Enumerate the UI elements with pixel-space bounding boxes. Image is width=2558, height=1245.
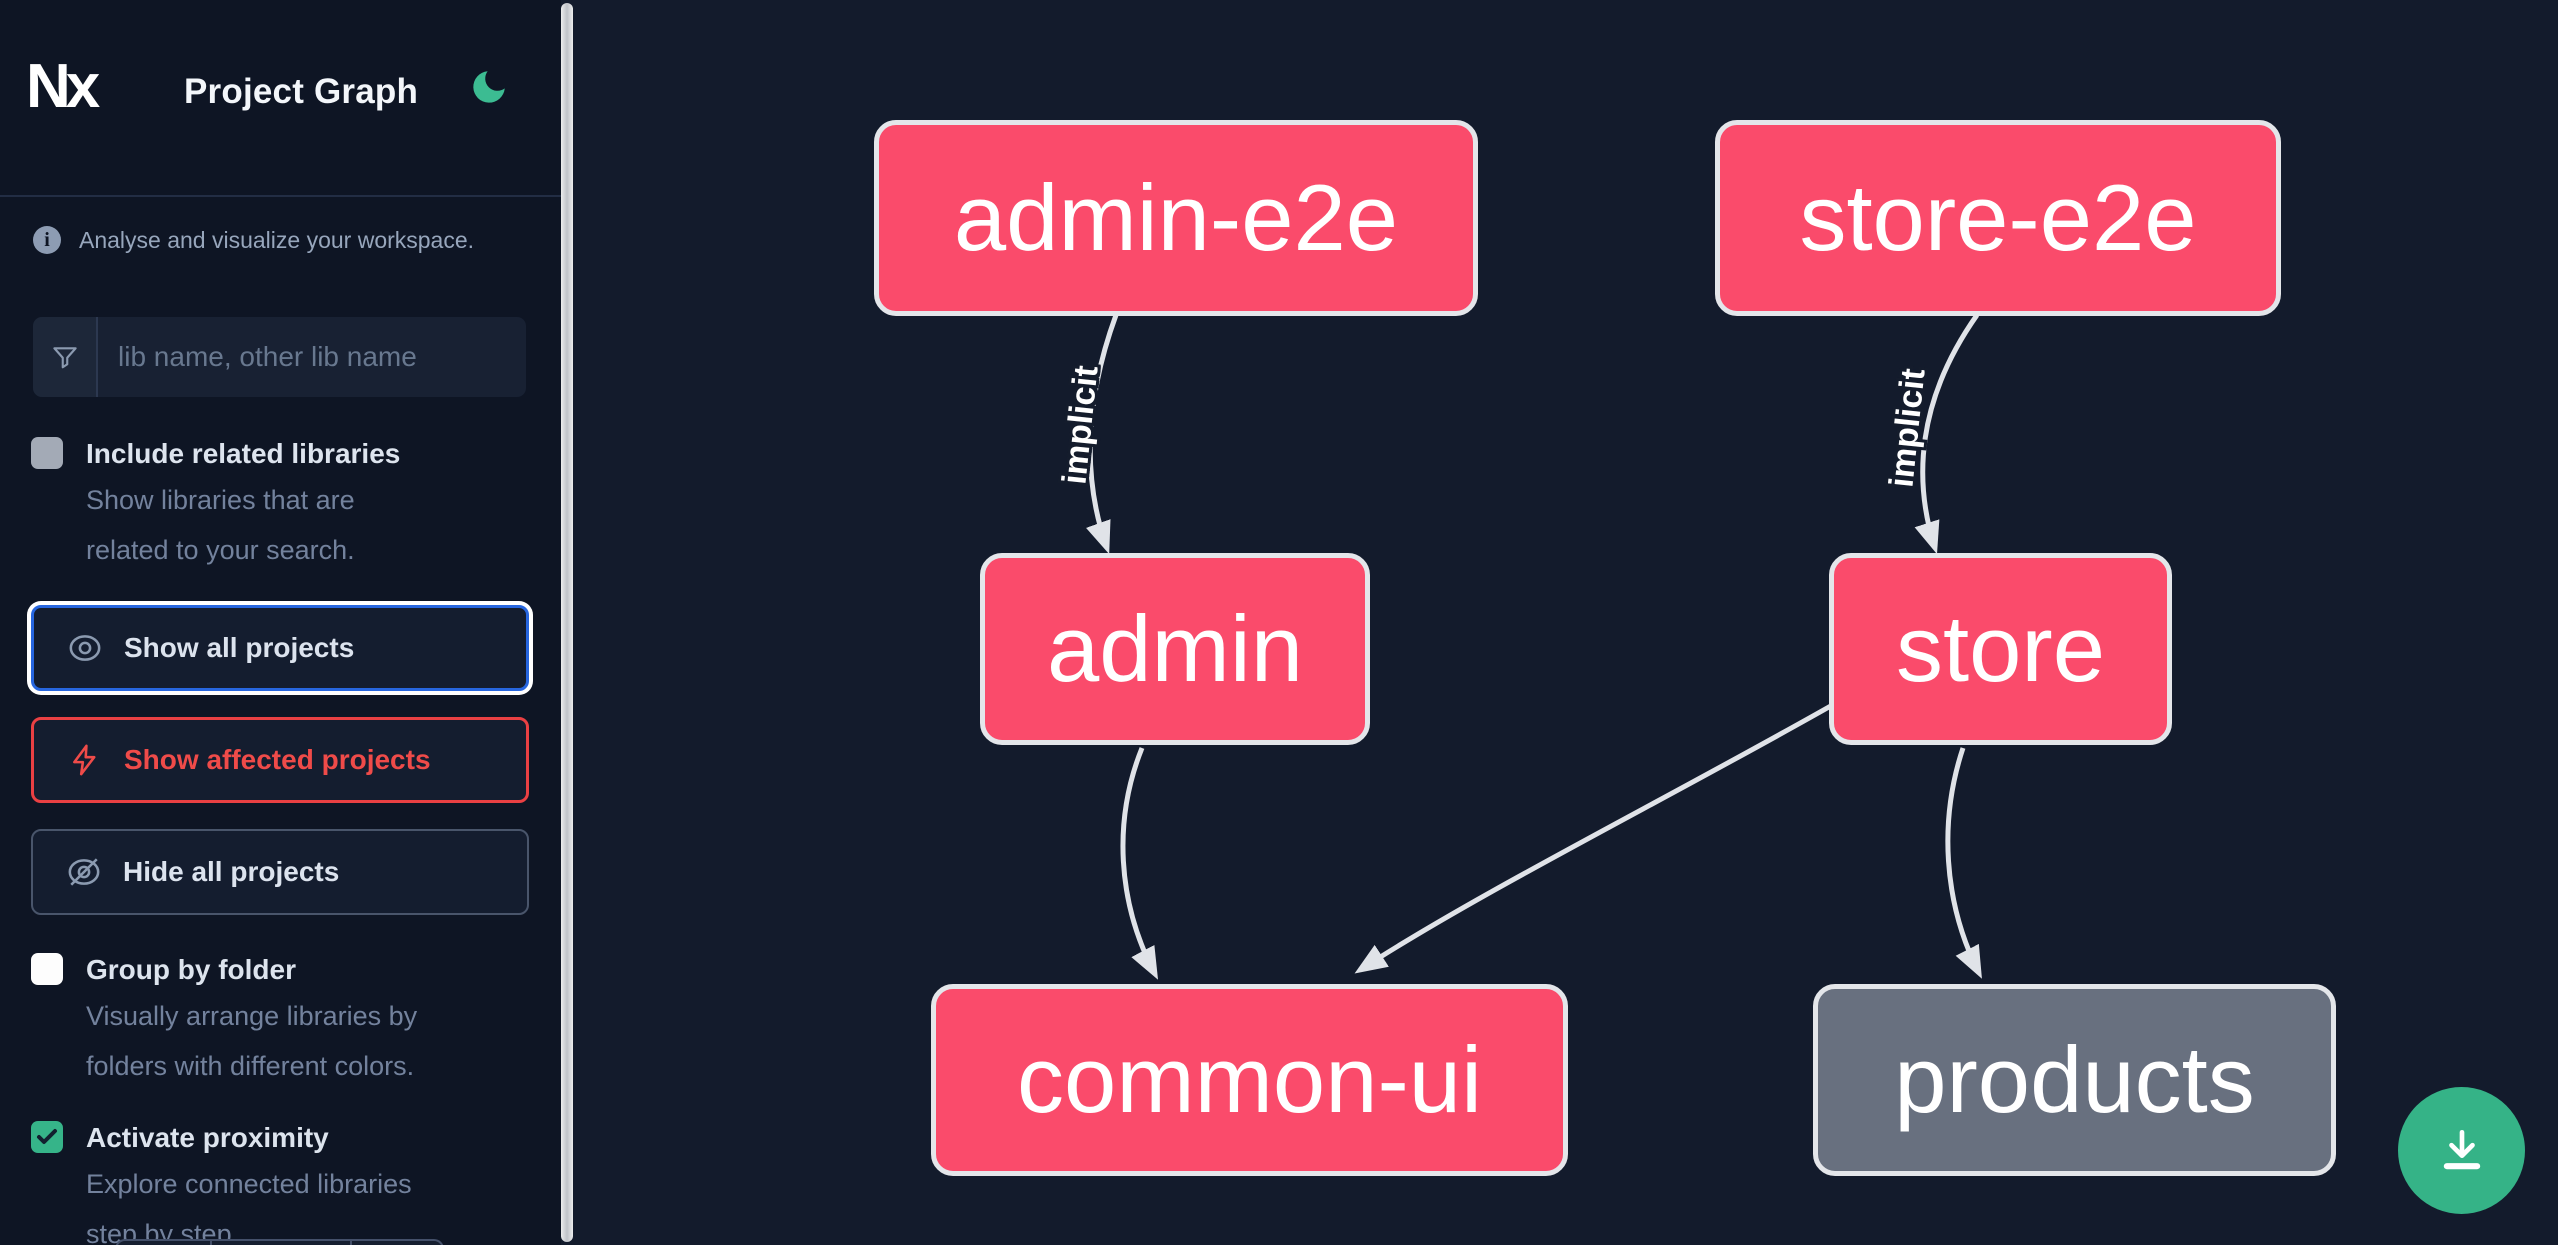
scrollbar-thumb[interactable] [561, 3, 573, 1242]
sidebar: Nx Project Graph i Analyse and visualize… [0, 0, 561, 1245]
button-label: Show affected projects [124, 744, 431, 775]
proximity-depth-stepper[interactable] [115, 1239, 444, 1245]
eye-off-icon [68, 858, 100, 886]
edge-store-e2e-store [1914, 313, 1980, 555]
checkbox-include-related-libraries[interactable] [31, 437, 63, 469]
button-label: Hide all projects [123, 856, 340, 887]
option-label: Group by folder [86, 954, 296, 985]
search-input[interactable] [98, 317, 526, 397]
option-description: Visually arrange libraries by folders wi… [86, 1001, 418, 1081]
hide-all-projects-button[interactable]: Hide all projects [31, 829, 529, 915]
header-divider [0, 195, 561, 197]
graph-node-admin[interactable]: admin [980, 553, 1370, 745]
filter-icon [33, 317, 98, 397]
edge-label-implicit-admin: implicit [1055, 363, 1106, 487]
info-text: Analyse and visualize your workspace. [79, 226, 475, 253]
graph-node-products[interactable]: products [1813, 984, 2336, 1176]
option-description: Explore connected libraries step by step… [86, 1169, 412, 1245]
button-label: Show all projects [124, 632, 355, 663]
workspace-info: i Analyse and visualize your workspace. [33, 226, 474, 254]
option-label: Include related libraries [86, 438, 401, 469]
checkbox-activate-proximity[interactable] [31, 1121, 63, 1153]
show-affected-projects-button[interactable]: Show affected projects [31, 717, 529, 803]
graph-node-common-ui[interactable]: common-ui [931, 984, 1568, 1176]
edge-store-common-ui [1354, 700, 1838, 974]
nx-logo: Nx [26, 51, 100, 121]
download-graph-button[interactable] [2398, 1087, 2525, 1214]
theme-toggle-moon-icon[interactable] [468, 66, 510, 108]
checkmark-icon [37, 1129, 57, 1144]
edge-label-implicit-store: implicit [1882, 366, 1933, 490]
show-all-projects-button[interactable]: Show all projects [31, 605, 529, 691]
eye-icon [69, 635, 101, 661]
graph-node-store[interactable]: store [1829, 553, 2172, 745]
sidebar-scrollbar[interactable] [560, 0, 574, 1245]
lightning-icon [73, 744, 96, 776]
page-title: Project Graph [184, 72, 419, 111]
option-description: Show libraries that are related to your … [86, 485, 355, 565]
graph-node-admin-e2e[interactable]: admin-e2e [874, 120, 1478, 316]
download-icon [2443, 1129, 2480, 1169]
graph-node-store-e2e[interactable]: store-e2e [1715, 120, 2281, 316]
edge-store-products [1945, 747, 1982, 979]
info-icon: i [33, 226, 61, 254]
edge-admin-common-ui [1120, 747, 1159, 980]
option-label: Activate proximity [86, 1122, 329, 1153]
search-box [33, 317, 526, 397]
checkbox-group-by-folder[interactable] [31, 953, 63, 985]
